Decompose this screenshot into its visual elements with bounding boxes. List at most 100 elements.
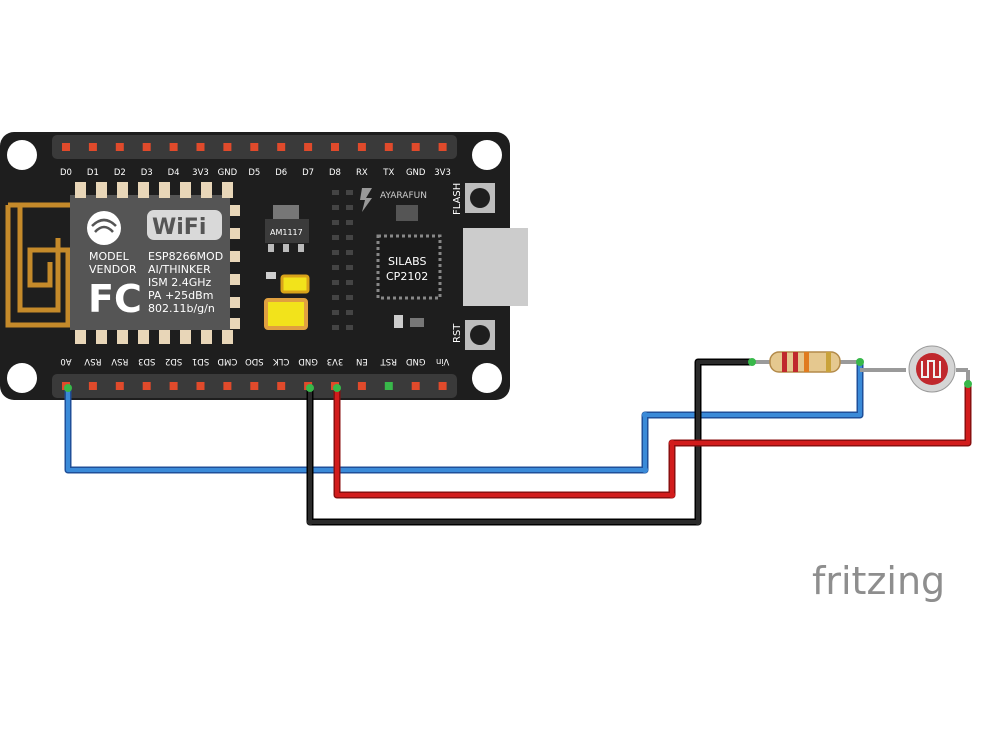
top-pin-hole <box>196 143 205 151</box>
top-pin-hole <box>411 143 420 151</box>
top-pin-hole <box>357 143 366 151</box>
bend-point <box>669 440 675 446</box>
bend-point <box>669 492 675 498</box>
top-pin-label-3v3: 3V3 <box>434 168 451 178</box>
junction-resistor-right <box>856 358 864 366</box>
rst-button[interactable] <box>465 320 495 350</box>
bottom-pin-label-a0: A0 <box>60 356 71 366</box>
bottom-pin-hole <box>384 382 393 390</box>
photoresistor <box>860 345 970 393</box>
bottom-pin-label-cmd: CMD <box>217 356 237 366</box>
pcb-antenna <box>5 202 71 328</box>
bend-point <box>307 519 313 525</box>
module-spec-3: PA +25dBm <box>148 289 213 302</box>
top-pin-hole <box>331 143 339 151</box>
usb-connector <box>463 228 528 306</box>
fritzing-watermark: fritzing <box>812 559 945 603</box>
bottom-pin-label-sdo: SDO <box>245 356 264 366</box>
small-ic <box>396 205 418 221</box>
fc-mark: FC <box>88 277 142 321</box>
smd-capacitor-small <box>280 274 310 294</box>
bottom-pin-label-sd3: SD3 <box>138 356 155 366</box>
esp8266-module: WiFi MODEL VENDOR FC ESP8266MOD AI/THINK… <box>70 182 240 344</box>
top-pin-label-d3: D3 <box>141 168 153 178</box>
module-spec-0: ESP8266MOD <box>148 250 223 263</box>
mounting-hole-tr <box>472 140 502 170</box>
bottom-pin-hole <box>88 382 97 390</box>
resistor <box>752 351 860 373</box>
module-top-pads <box>75 182 233 198</box>
bottom-pin-hole <box>169 382 178 390</box>
bottom-pin-label-3v3: 3V3 <box>327 356 344 366</box>
top-pin-hole <box>169 143 178 151</box>
bottom-pin-hole <box>438 382 447 390</box>
cp2102-chip: SILABS CP2102 <box>376 234 442 300</box>
flash-label: FLASH <box>452 183 463 215</box>
wifi-label: WiFi <box>152 215 206 240</box>
junction-ldr <box>964 380 972 388</box>
top-pin-hole <box>277 143 286 151</box>
top-pin-label-d5: D5 <box>248 168 260 178</box>
bottom-pin-label-rst: RST <box>380 356 397 366</box>
voltage-regulator: AM1117 <box>265 205 309 252</box>
wire-a0-blue <box>64 362 864 474</box>
bottom-pin-hole <box>223 382 232 390</box>
top-pin-hole <box>304 143 313 151</box>
bottom-pin-label-gnd: GND <box>406 356 426 366</box>
bottom-pin-hole <box>277 382 286 390</box>
via-columns <box>332 190 353 330</box>
brand-label: AYARAFUN <box>380 191 427 201</box>
smd-capacitor-large <box>264 298 308 330</box>
resistor-band-4 <box>826 352 831 372</box>
chip-line-0: SILABS <box>388 255 426 268</box>
top-pin-hole <box>62 143 70 151</box>
mounting-hole-tl <box>7 140 37 170</box>
wire-3v3-red <box>333 384 972 499</box>
bolt-icon <box>360 188 372 212</box>
top-pin-label-gnd: GND <box>406 168 426 178</box>
resistor-band-1 <box>782 352 787 372</box>
bottom-pin-label-vin: Vin <box>436 356 449 366</box>
bend-point <box>695 519 701 525</box>
bottom-pin-holes <box>62 382 447 390</box>
bottom-pin-hole <box>250 382 259 390</box>
top-pin-hole <box>115 143 124 151</box>
mounting-hole-br <box>472 363 502 393</box>
top-pin-label-tx: TX <box>382 168 394 178</box>
bottom-pin-label-gnd: GND <box>298 356 318 366</box>
smd-resistor <box>266 272 276 279</box>
regulator-label: AM1117 <box>270 228 303 237</box>
module-spec-2: ISM 2.4GHz <box>148 276 212 289</box>
top-pin-label-rx: RX <box>356 168 368 178</box>
flash-button[interactable] <box>465 183 495 213</box>
top-pin-label-d2: D2 <box>114 168 126 178</box>
top-pin-hole <box>384 143 393 151</box>
resistor-band-2 <box>793 352 798 372</box>
smd-part <box>394 315 403 328</box>
bottom-pin-label-sd1: SD1 <box>192 356 209 366</box>
bottom-pin-label-rsv: RSV <box>84 356 101 366</box>
rst-label: RST <box>452 323 463 343</box>
bottom-pin-label-en: EN <box>356 356 368 366</box>
bend-point <box>642 412 648 418</box>
top-pin-label-d1: D1 <box>87 168 99 178</box>
module-line-1: VENDOR <box>89 263 137 276</box>
top-pin-hole <box>250 143 259 151</box>
top-pin-hole <box>88 143 97 151</box>
top-pin-label-d8: D8 <box>329 168 341 178</box>
module-bottom-pads <box>75 330 233 344</box>
bend-point <box>642 467 648 473</box>
ldr-element <box>916 353 948 385</box>
junction-gnd <box>306 384 314 392</box>
top-pin-label-d7: D7 <box>302 168 314 178</box>
junction-3v3 <box>333 384 341 392</box>
module-line-0: MODEL <box>89 250 130 263</box>
top-pin-label-d6: D6 <box>275 168 287 178</box>
wifi-badge <box>147 210 222 240</box>
bottom-pin-label-sd2: SD2 <box>165 356 182 366</box>
bottom-pin-hole <box>115 382 124 390</box>
junction-resistor-left <box>748 358 756 366</box>
